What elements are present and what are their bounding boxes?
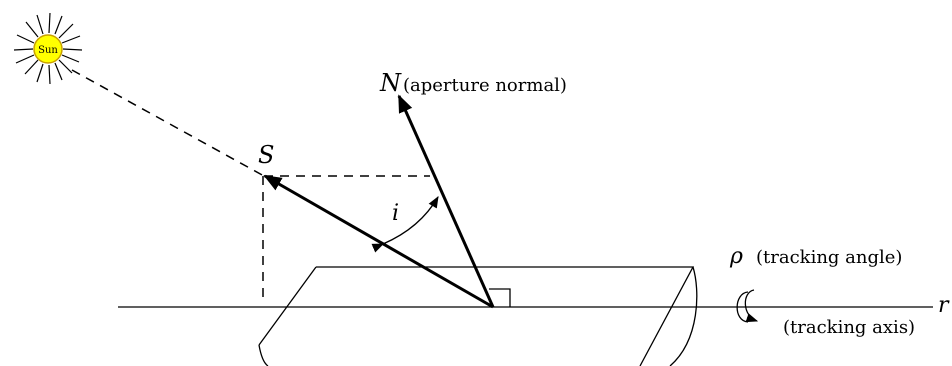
tracking-rotation-icon <box>736 289 759 323</box>
trough-end-curve <box>669 266 698 366</box>
tracking-angle-description: (tracking angle) <box>756 247 902 268</box>
trough-left-curve <box>258 344 269 366</box>
sun-label: Sun <box>38 45 58 56</box>
normal-vector-arrow <box>397 94 495 308</box>
rotation-arc-arrow <box>744 289 759 323</box>
trough-left-edge <box>258 266 317 346</box>
sun-rays <box>13 12 83 85</box>
sun-disc <box>33 34 63 64</box>
normal-symbol: N <box>379 69 402 97</box>
rotation-arc-left <box>736 291 749 323</box>
tracking-angle-symbol: ρ <box>729 244 743 269</box>
incidence-angle-symbol: i <box>392 201 399 226</box>
normal-description: (aperture normal) <box>403 75 567 96</box>
sun-ray-dashed-line <box>71 69 265 177</box>
right-angle-marker <box>489 288 511 307</box>
incidence-angle-arc <box>371 195 439 253</box>
sun-vector-symbol: S <box>258 141 274 169</box>
axis-description: (tracking axis) <box>783 317 915 338</box>
trough-top-outline <box>316 266 695 366</box>
axis-symbol: r <box>938 293 950 318</box>
sun-icon: Sun <box>13 12 83 85</box>
collector-trough <box>258 266 698 366</box>
sun-vector-arrow <box>263 174 494 309</box>
